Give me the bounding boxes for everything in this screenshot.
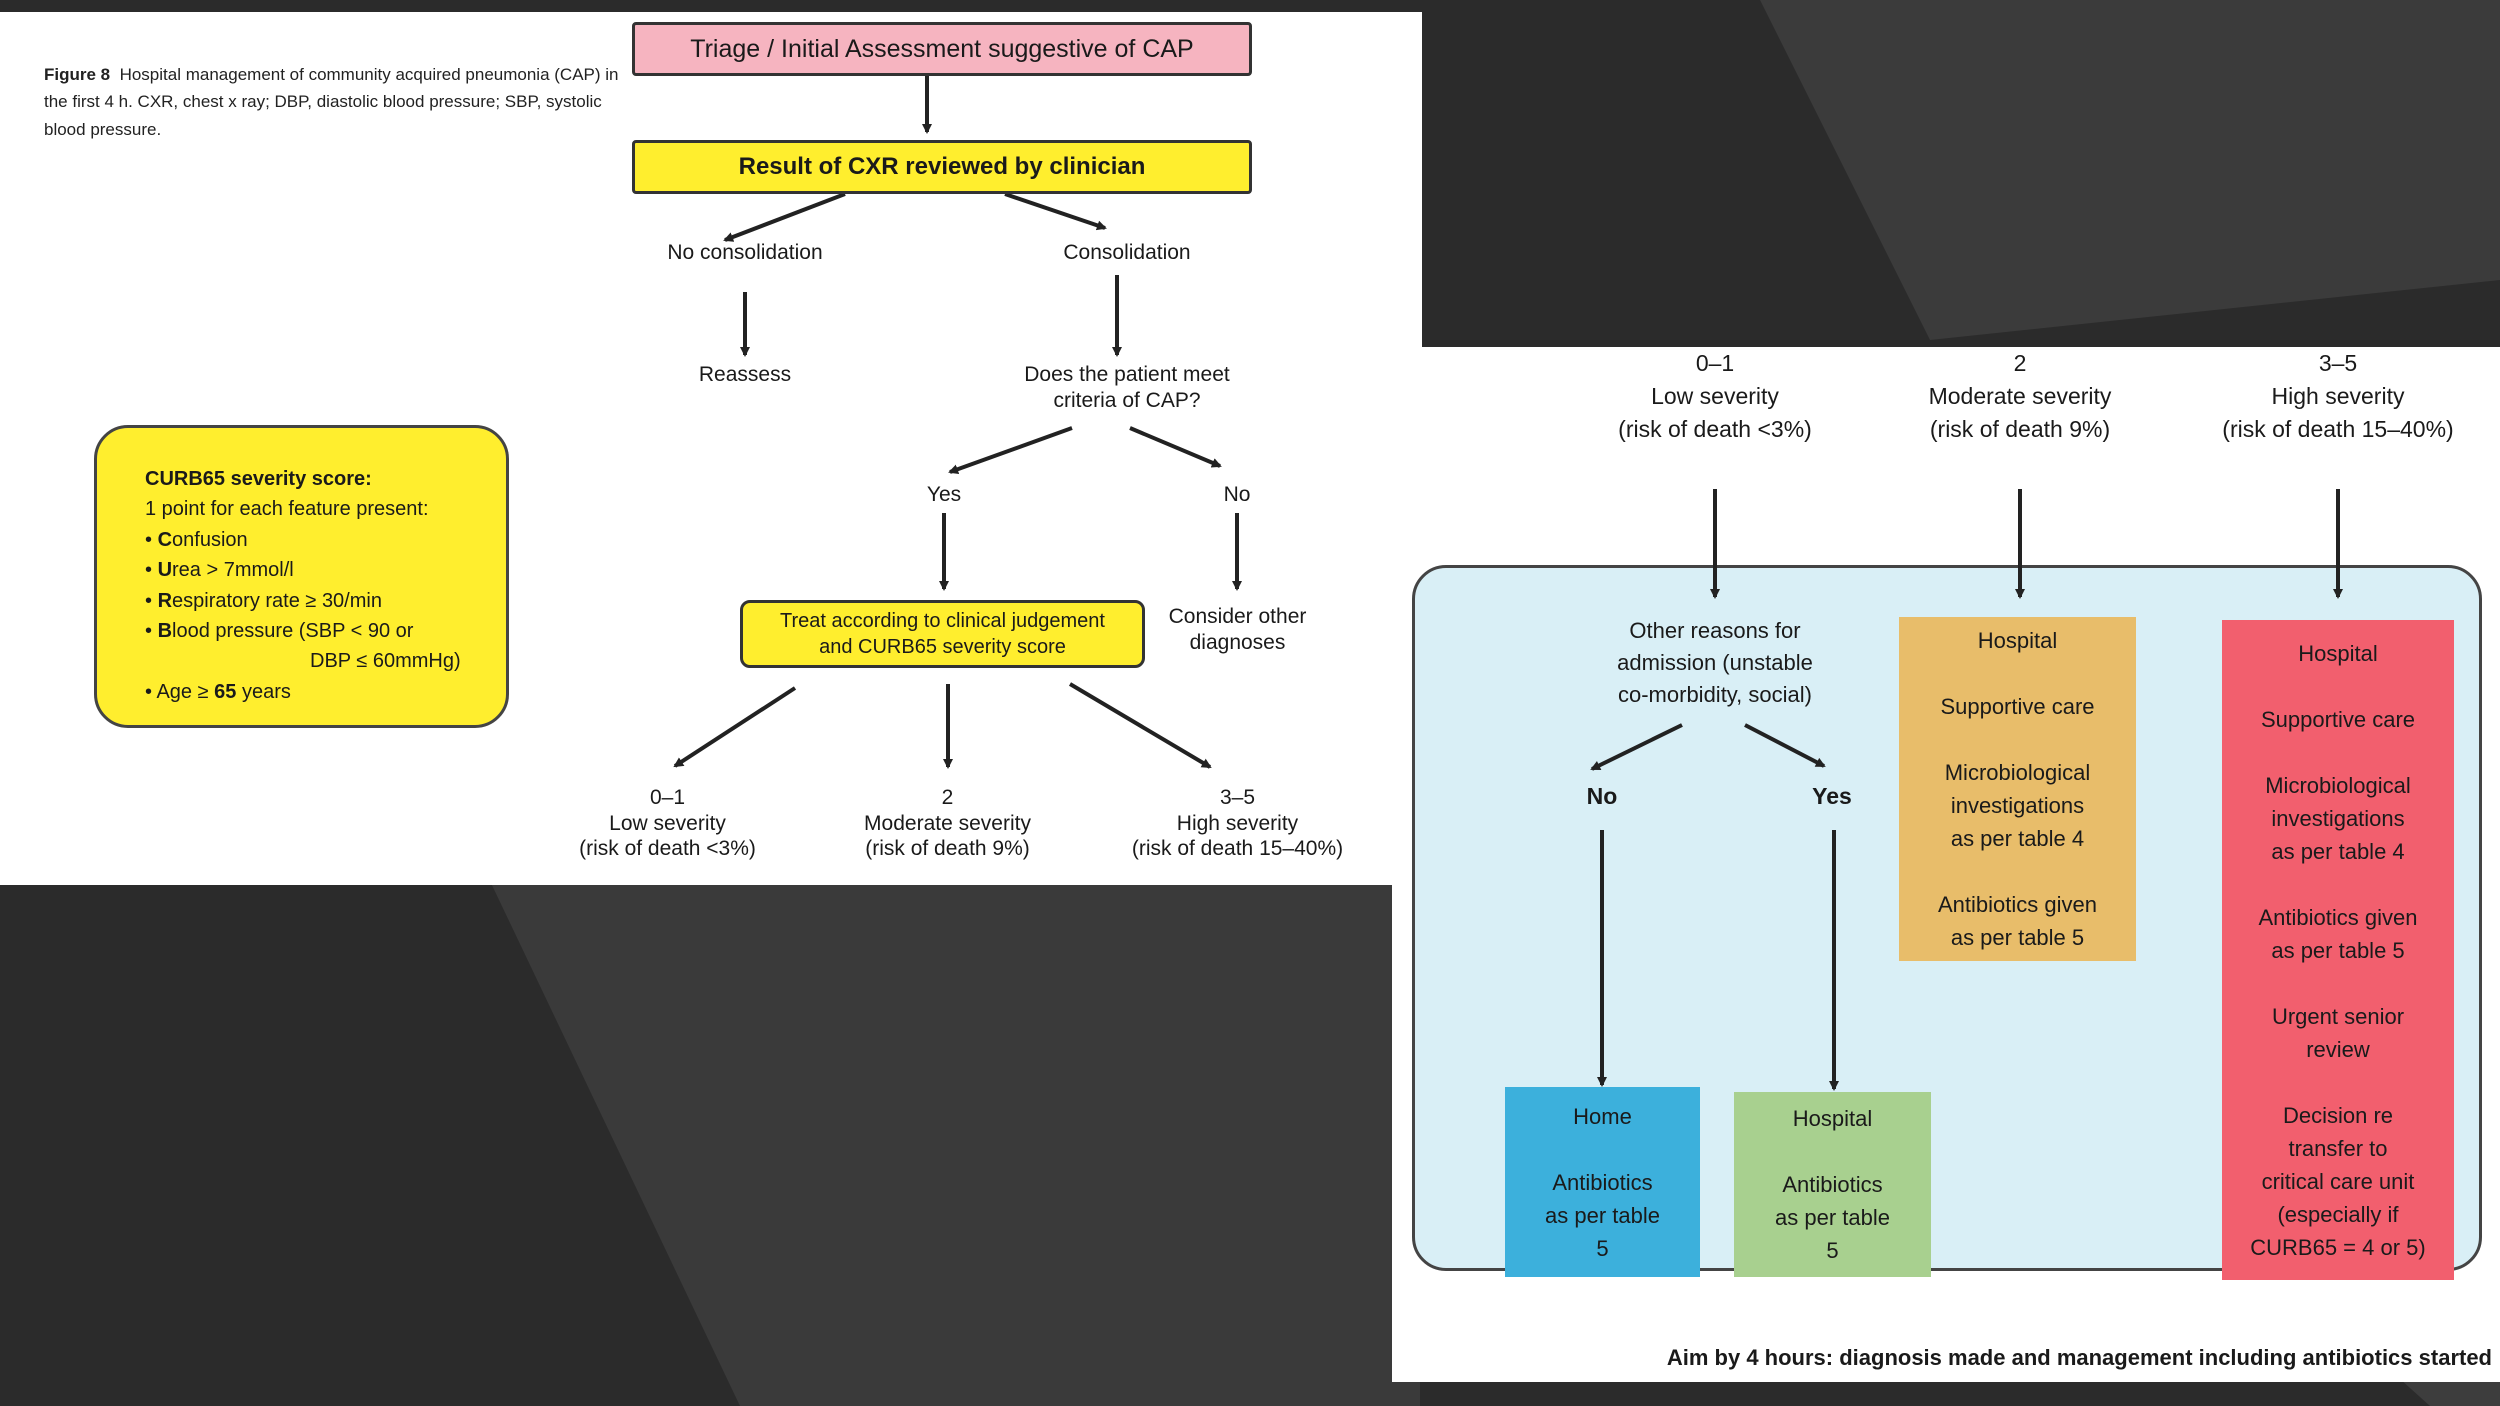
curb65-item-confusion: • Confusion [145, 528, 248, 551]
yes-branch-label: Yes [926, 483, 962, 506]
hospital-low-outcome-box: Hospital Antibiotics as per table 5 [1734, 1092, 1931, 1277]
right-low-severity-label: 0–1 Low severity (risk of death <3%) [1618, 350, 1812, 442]
home-outcome-box: Home Antibiotics as per table 5 [1505, 1087, 1700, 1277]
figure-caption: Figure 8 Hospital management of communit… [44, 34, 620, 143]
curb65-title: CURB65 severity score: [145, 468, 372, 490]
no-branch-label: No [1223, 483, 1251, 506]
right-no-label: No [1586, 783, 1618, 809]
right-yes-label: Yes [1812, 783, 1852, 809]
curb65-intro: 1 point for each feature present: [145, 498, 429, 521]
consolidation-label: Consolidation [1063, 241, 1191, 264]
management-panel-right: 0–1 Low severity (risk of death <3%) 2 M… [1392, 347, 2500, 1382]
cxr-review-node: Result of CXR reviewed by clinician [632, 140, 1252, 194]
no-consolidation-label: No consolidation [667, 241, 823, 264]
curb65-item-respiratory-rate: • Respiratory rate ≥ 30/min [145, 589, 382, 612]
figure-label: Figure 8 [44, 65, 111, 85]
curb65-item-age: • Age ≥ 65 years [145, 680, 291, 703]
consider-other-diagnoses-label: Consider other diagnoses [1168, 605, 1307, 654]
curb65-box: CURB65 severity score: 1 point for each … [94, 425, 509, 728]
flowchart-panel-left: Figure 8 Hospital management of communit… [0, 12, 1422, 885]
right-high-severity-label: 3–5 High severity (risk of death 15–40%) [2222, 350, 2454, 442]
cap-criteria-question: Does the patient meet criteria of CAP? [1024, 363, 1230, 412]
triage-node: Triage / Initial Assessment suggestive o… [632, 22, 1252, 76]
hospital-high-outcome-box: Hospital Supportive care Microbiological… [2222, 620, 2454, 1280]
aim-footer: Aim by 4 hours: diagnosis made and manag… [1666, 1345, 2492, 1370]
curb65-item-urea: • Urea > 7mmol/l [145, 559, 294, 582]
right-moderate-severity-label: 2 Moderate severity (risk of death 9%) [1928, 350, 2112, 442]
hospital-moderate-outcome-box: Hospital Supportive care Microbiological… [1899, 617, 2136, 961]
treat-node: Treat according to clinical judgement an… [740, 600, 1145, 668]
curb65-item-dbp: DBP ≤ 60mmHg) [310, 650, 461, 673]
curb65-item-blood-pressure: • Blood pressure (SBP < 90 or [145, 619, 414, 642]
high-severity-label: 3–5 High severity (risk of death 15–40%) [1131, 786, 1344, 861]
reassess-label: Reassess [698, 363, 792, 386]
moderate-severity-label: 2 Moderate severity (risk of death 9%) [864, 786, 1031, 861]
other-reasons-question: Other reasons for admission (unstable co… [1617, 618, 1813, 707]
figure-caption-text: Hospital management of community acquire… [44, 65, 619, 139]
low-severity-label: 0–1 Low severity (risk of death <3%) [579, 786, 756, 861]
